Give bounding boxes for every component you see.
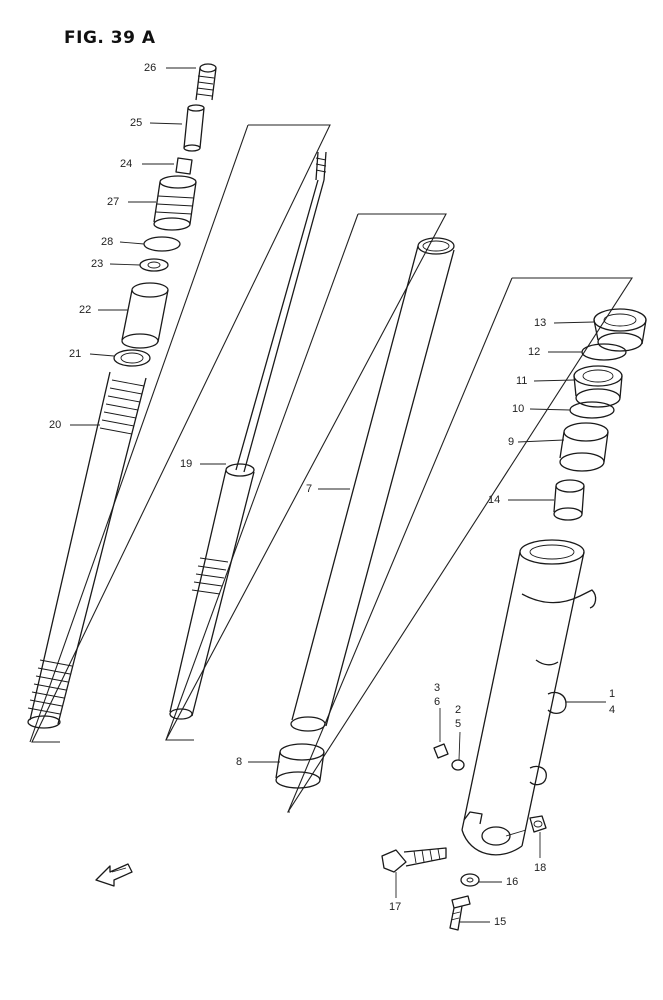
callout-12: 12 [528,346,541,358]
group-frame-spring [29,124,331,743]
callout-11: 11 [516,375,528,387]
callout-28: 28 [101,236,114,248]
pinch-bolt-17 [381,847,447,873]
callout-3: 3 [434,682,441,694]
callout-15: 15 [494,916,507,928]
o-ring-28 [143,236,181,252]
callout-19: 19 [180,458,193,470]
washer-21 [113,349,151,367]
callout-14: 14 [488,494,501,506]
circlip-12 [581,343,627,361]
group-frame-damper-rod [165,213,447,741]
callout-26: 26 [144,62,157,74]
callout-4: 4 [609,704,616,716]
top-cap-bolt [195,63,217,101]
callout-25: 25 [130,117,143,129]
spacer-22 [121,282,169,349]
callout-6: 6 [434,696,441,708]
callout-2: 2 [455,704,462,716]
callout-20: 20 [49,419,62,431]
callout-10: 10 [512,403,525,415]
leader-lines [70,67,606,923]
callout-22: 22 [79,304,92,316]
callout-7: 7 [306,483,313,495]
front-direction-arrow-icon [95,863,133,887]
figure-title: FIG. 39 A [64,28,156,48]
nut-3-6 [433,743,449,759]
fork-cap-body [153,175,197,231]
washer-2-5 [451,759,465,771]
callout-8: 8 [236,756,243,768]
damper-rod [169,151,327,720]
plug-18 [529,815,547,833]
callout-18: 18 [534,862,547,874]
callout-17: 17 [389,901,402,913]
washer-23 [139,258,169,272]
oil-lock-piece [275,743,325,789]
slide-bush-14 [553,479,585,521]
drain-bolt-15 [449,895,471,931]
callout-1: 1 [609,688,616,700]
callout-16: 16 [506,876,519,888]
washer-10 [569,401,615,419]
oil-seal-11 [573,365,623,408]
group-frame-inner-tube [286,277,634,813]
adjuster-shaft [183,104,205,152]
callout-13: 13 [534,317,547,329]
inner-tube [290,237,455,732]
callout-5: 5 [455,718,462,730]
callout-27: 27 [107,196,120,208]
guide-bush-9 [559,422,609,472]
callout-21: 21 [69,348,82,360]
lock-nut [175,157,193,175]
callout-23: 23 [91,258,104,270]
outer-tube [461,539,597,856]
washer-16 [460,873,480,887]
dust-seal-13 [593,308,647,352]
fork-spring [27,371,147,729]
callout-9: 9 [508,436,515,448]
callout-24: 24 [120,158,133,170]
